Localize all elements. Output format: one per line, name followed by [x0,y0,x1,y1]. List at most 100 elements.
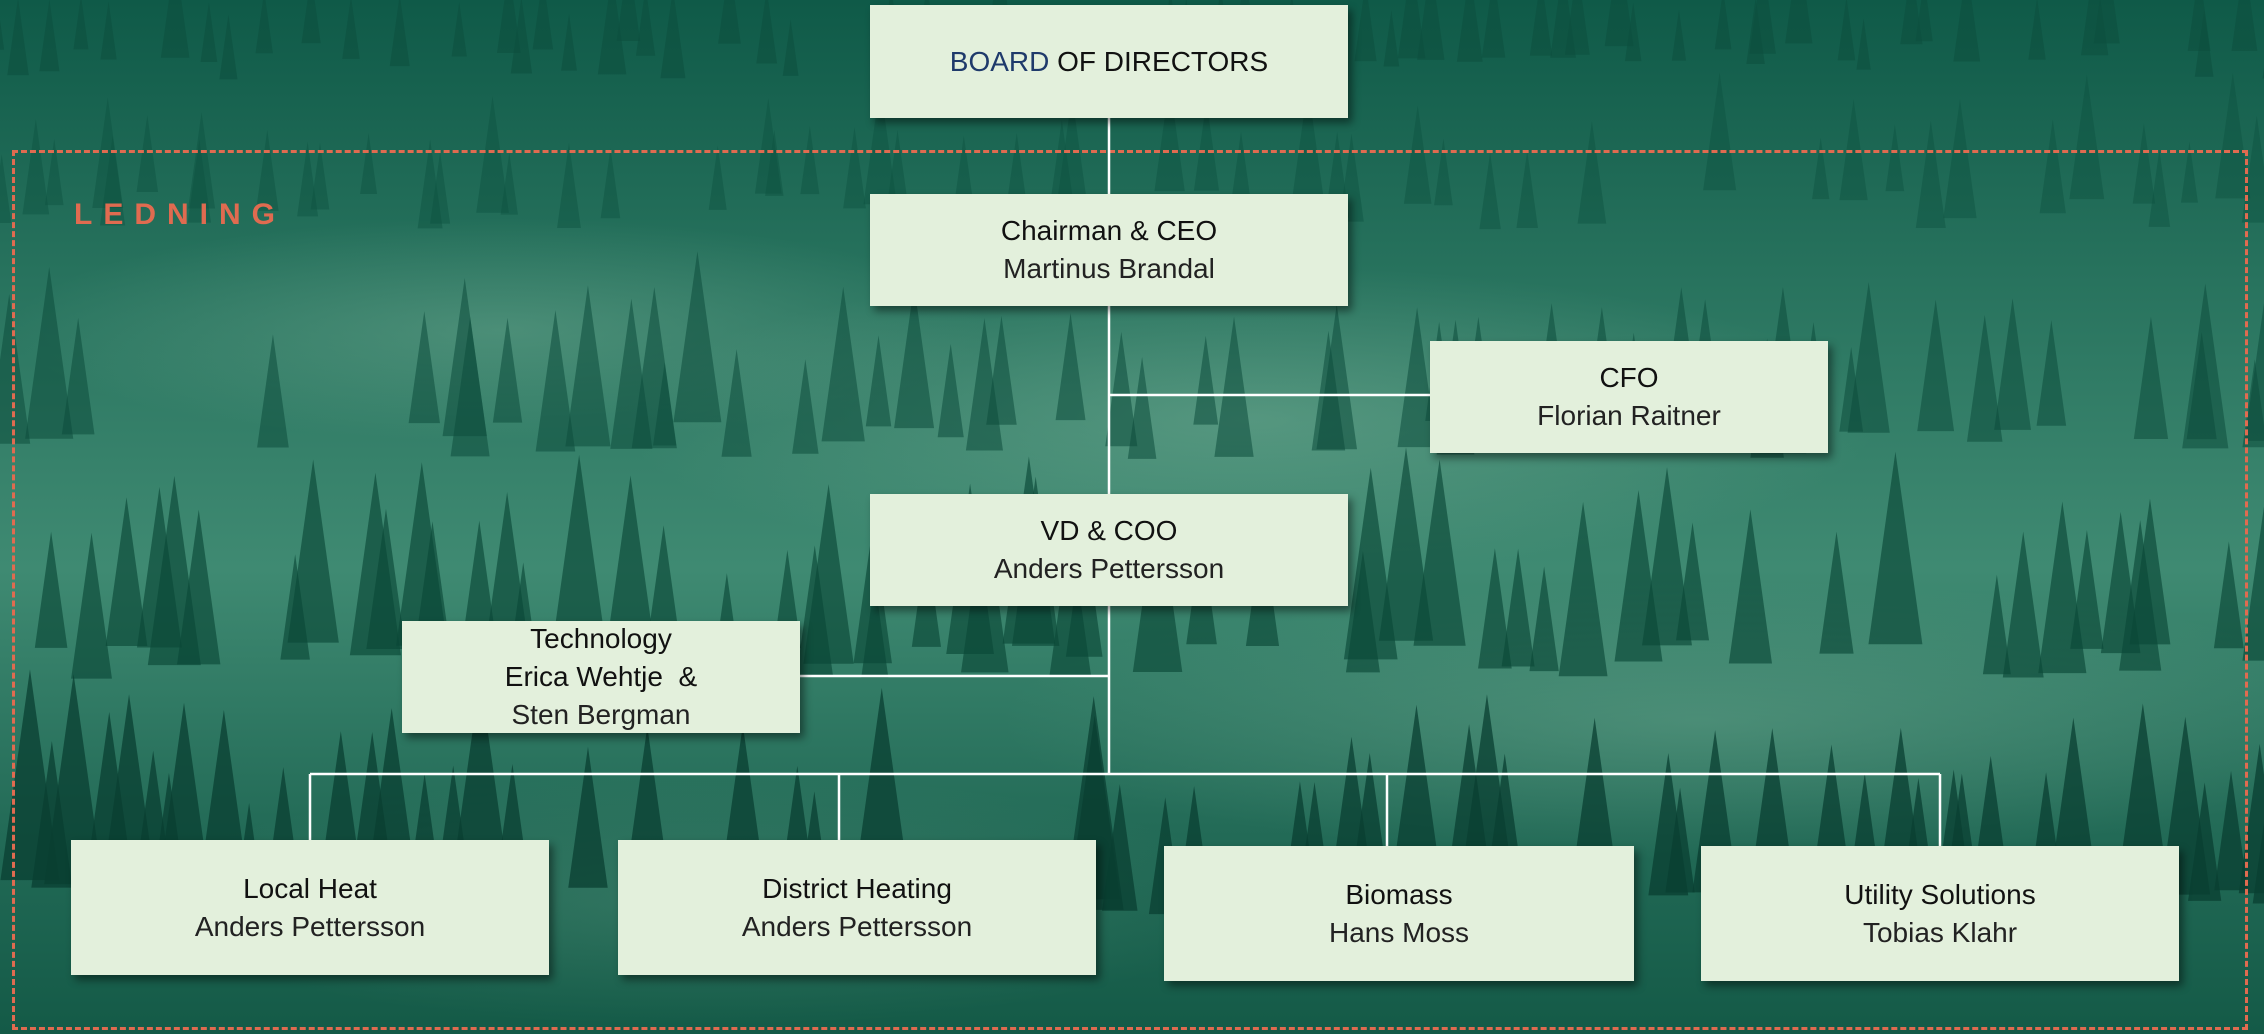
technology-name-line1: Erica Wehtje & [504,661,698,692]
tree-silhouette [22,119,50,215]
chairman-role: Chairman & CEO [1000,215,1218,246]
cfo-name: Florian Raitner [1537,400,1721,431]
tree-silhouette [1383,10,1400,67]
tree-silhouette [2213,541,2244,649]
tree-silhouette [1885,124,1905,192]
tree-silhouette [1529,566,1559,672]
vd-coo-box[interactable]: VD & COO Anders Pettersson [870,494,1348,606]
tree-silhouette [986,315,1017,425]
tree-silhouette [0,294,31,444]
tree-silhouette [1434,138,1453,206]
tree-silhouette [653,362,677,446]
tree-silhouette [552,454,606,643]
tree-silhouette [557,142,581,228]
tree-silhouette [492,317,523,423]
tree-silhouette [1051,120,1073,195]
cfo-role: CFO [1599,362,1659,393]
tree-silhouette [1966,314,2003,442]
tree-silhouette [600,148,621,219]
unit-role: District Heating [762,872,952,904]
unit-box-local-heat[interactable]: Local Heat Anders Pettersson [71,840,549,975]
tree-silhouette [1055,313,1086,421]
tree-silhouette [1501,548,1535,667]
tree-silhouette [673,251,722,423]
tree-silhouette [2093,0,2120,44]
tree-silhouette [1604,0,1634,47]
tree-silhouette [754,98,782,194]
tree-silhouette [1665,787,1695,893]
tree-silhouette [451,2,467,57]
unit-role: Biomass [1345,878,1453,910]
tree-silhouette [647,525,681,643]
tree-silhouette [100,135,126,226]
tree-silhouette [44,138,64,206]
tree-silhouette [73,0,89,50]
tree-silhouette [861,580,889,678]
tree-silhouette [894,285,935,429]
unit-role: Utility Solutions [1844,878,2036,910]
unit-name: Tobias Klahr [1862,916,2018,948]
unit-box-district-heating[interactable]: District Heating Anders Pettersson [618,840,1096,975]
tree-silhouette [1749,0,1776,54]
tree-silhouette [1839,99,1868,201]
unit-box-biomass[interactable]: Biomass Hans Moss [1164,846,1634,981]
tree-silhouette [1917,299,1955,432]
tree-silhouette [366,508,406,650]
tree-silhouette [2002,531,2044,678]
tree-silhouette [160,0,190,58]
tree-silhouette [417,139,443,229]
tree-silhouette [257,334,289,448]
tree-silhouette [2215,72,2251,199]
tree-silhouette [1397,0,1426,59]
tree-silhouette [565,285,611,447]
tree-silhouette [1915,0,1933,42]
chairman-name: Martinus Brandal [1003,253,1215,284]
unit-box-utility-solutions[interactable]: Utility Solutions Tobias Klahr [1701,846,2179,981]
tree-silhouette [1676,522,1710,641]
tree-silhouette [1812,137,1830,200]
tree-silhouette [1856,18,1871,70]
tree-silhouette [1642,467,1692,646]
tree-silhouette [2188,782,2222,901]
tree-silhouette [1714,0,1732,50]
tree-silhouette [1292,85,1324,200]
tree-silhouette [389,0,410,67]
tree-silhouette [1847,282,1890,433]
cfo-box[interactable]: CFO Florian Raitner [1430,341,1828,453]
board-title-accent: BOARD [949,45,1050,77]
tree-silhouette [476,96,509,213]
tree-silhouette [1915,120,1946,228]
tree-silhouette [561,14,577,71]
tree-silhouette [1102,784,1138,911]
tree-silhouette [1413,459,1466,646]
tree-silhouette [255,129,279,211]
tree-silhouette [44,674,104,885]
tree-silhouette [255,0,273,54]
tree-silhouette [865,335,892,427]
tree-silhouette [1479,152,1501,230]
tree-silhouette [532,0,554,50]
vd-coo-name: Anders Pettersson [993,553,1225,584]
board-title-rest: OF DIRECTORS [1049,45,1269,77]
tree-silhouette [756,0,778,64]
technology-box[interactable]: Technology Erica Wehtje & Sten Bergman [402,621,800,733]
tree-silhouette [219,14,238,80]
tree-silhouette [1127,356,1157,459]
tree-silhouette [708,145,727,210]
tree-silhouette [1417,0,1445,60]
tree-silhouette [0,154,12,224]
tree-silhouette [2148,149,2171,227]
tree-silhouette [1671,9,1687,61]
ledning-group-frame [12,150,2248,1030]
tree-silhouette [2252,822,2264,904]
tree-silhouette [782,19,799,76]
tree-silhouette [100,1,117,60]
tree-silhouette [0,19,5,50]
tree-silhouette [2129,498,2171,645]
tree-silhouette [451,676,509,881]
tree-silhouette [1529,0,1553,56]
board-of-directors-box[interactable]: BOARD OF DIRECTORS [870,5,1348,118]
tree-silhouette [1837,0,1856,61]
chairman-box[interactable]: Chairman & CEO Martinus Brandal [870,194,1348,306]
